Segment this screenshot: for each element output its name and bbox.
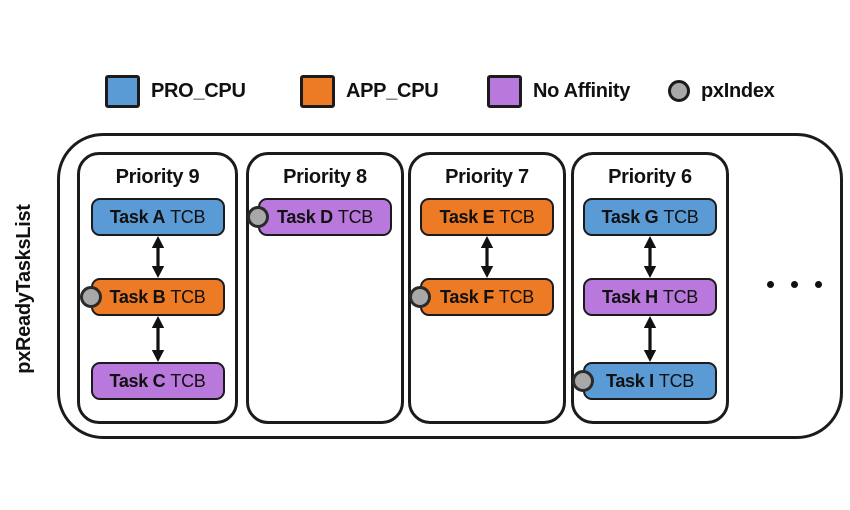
ellipsis-dot xyxy=(767,281,774,288)
task-e-suffix: TCB xyxy=(499,206,535,227)
task-d-suffix: TCB xyxy=(337,206,373,227)
priority-7-box: Priority 7 Task E TCB Task F TCB xyxy=(408,152,566,424)
legend-label-app-cpu: APP_CPU xyxy=(346,79,439,102)
task-h-suffix: TCB xyxy=(662,286,698,307)
task-a-suffix: TCB xyxy=(170,206,206,227)
task-node-a: Task A TCB xyxy=(90,198,225,236)
legend-item-pro-cpu: PRO_CPU xyxy=(105,73,246,109)
double-arrow-icon xyxy=(151,236,164,278)
px-ready-tasks-list-label: pxReadyTasksList xyxy=(13,204,35,374)
task-h-name: Task H xyxy=(601,286,658,307)
px-index-marker xyxy=(409,286,431,308)
task-i-suffix: TCB xyxy=(658,370,694,391)
task-node-b: Task B TCB xyxy=(90,278,225,316)
priority-7-title: Priority 7 xyxy=(445,166,529,188)
task-g-name: Task G xyxy=(601,206,659,227)
task-i-name: Task I xyxy=(605,370,654,391)
task-c-suffix: TCB xyxy=(170,370,206,391)
double-arrow-icon xyxy=(643,236,657,278)
pro-cpu-swatch xyxy=(105,74,140,108)
legend-label-pro-cpu: PRO_CPU xyxy=(151,79,246,102)
task-node-h: Task H TCB xyxy=(583,278,717,316)
legend-label-no-affinity: No Affinity xyxy=(533,79,631,102)
task-e-name: Task E xyxy=(439,206,495,227)
px-index-marker xyxy=(79,286,102,308)
legend-label-px-index: pxIndex xyxy=(701,79,775,102)
double-arrow-icon xyxy=(480,236,494,278)
task-node-g: Task G TCB xyxy=(583,198,717,236)
task-c-name: Task C xyxy=(109,370,166,391)
task-d-name: Task D xyxy=(276,206,333,227)
task-f-suffix: TCB xyxy=(498,286,534,307)
ellipsis-dot xyxy=(791,281,798,288)
priority-6-box: Priority 6 Task G TCB Task H TCB Task I … xyxy=(571,152,729,424)
task-node-i: Task I TCB xyxy=(583,362,717,400)
px-index-marker xyxy=(247,206,269,228)
app-cpu-swatch xyxy=(300,74,335,108)
task-b-name: Task B xyxy=(109,286,166,307)
double-arrow-icon xyxy=(643,316,657,362)
task-node-c: Task C TCB xyxy=(90,362,225,400)
legend-item-no-affinity: No Affinity xyxy=(487,73,630,109)
priority-9-title: Priority 9 xyxy=(115,166,200,188)
priority-6-title: Priority 6 xyxy=(608,166,692,188)
px-index-swatch-icon xyxy=(668,80,690,102)
priority-9-box: Priority 9 Task A TCB Task B TCB Task C … xyxy=(77,152,238,424)
priority-8-title: Priority 8 xyxy=(283,166,367,188)
task-g-suffix: TCB xyxy=(663,206,699,227)
double-arrow-icon xyxy=(151,316,164,362)
px-index-marker xyxy=(572,370,594,392)
task-b-suffix: TCB xyxy=(170,286,206,307)
more-priorities-ellipsis xyxy=(767,281,822,288)
task-node-f: Task F TCB xyxy=(420,278,554,316)
task-node-d: Task D TCB xyxy=(258,198,392,236)
ellipsis-dot xyxy=(815,281,822,288)
legend-item-px-index: pxIndex xyxy=(668,73,775,109)
task-f-name: Task F xyxy=(440,286,494,307)
task-node-e: Task E TCB xyxy=(420,198,554,236)
no-affinity-swatch xyxy=(487,74,522,108)
legend-item-app-cpu: APP_CPU xyxy=(300,73,439,109)
task-a-name: Task A xyxy=(109,206,166,227)
priority-8-box: Priority 8 Task D TCB xyxy=(246,152,404,424)
